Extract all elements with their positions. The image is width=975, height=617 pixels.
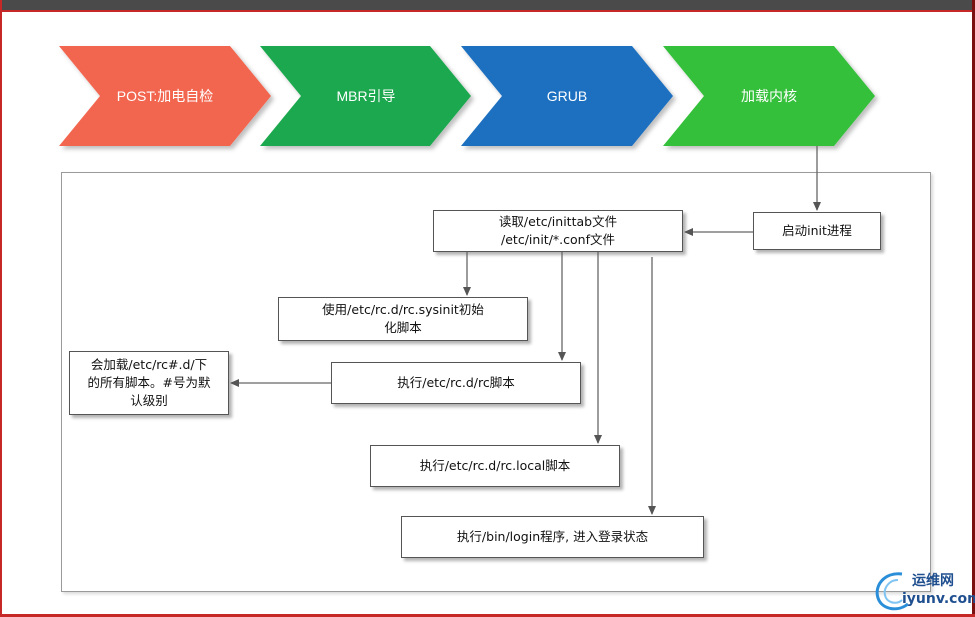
stage-label-grub: GRUB	[546, 88, 588, 104]
box-start-init-text: 启动init进程	[782, 223, 852, 238]
watermark-name: 运维网	[912, 573, 954, 589]
stage-label-mbr: MBR引导	[336, 88, 396, 104]
watermark-logo	[875, 572, 909, 611]
box-run-login: 执行/bin/login程序, 进入登录状态	[401, 516, 704, 558]
watermark-swirl-inner-icon	[883, 579, 903, 604]
box-rc-sysinit-line-1: 使用/etc/rc.d/rc.sysinit初始	[322, 302, 484, 317]
box-start-init: 启动init进程	[753, 212, 881, 250]
frame-border-right	[972, 0, 975, 617]
window-title-bar	[0, 0, 975, 12]
box-run-login-text: 执行/bin/login程序, 进入登录状态	[456, 529, 649, 544]
box-load-rc-scripts-line-1: 会加载/etc/rc#.d/下	[90, 357, 208, 372]
box-rc-sysinit-line-2: 化脚本	[384, 320, 422, 335]
box-run-rc-local-text: 执行/etc/rc.d/rc.local脚本	[419, 458, 571, 473]
box-run-rc-text: 执行/etc/rc.d/rc脚本	[397, 375, 515, 390]
stage-label-kernel: 加载内核	[741, 88, 797, 104]
box-read-inittab-line-1: 读取/etc/inittab文件	[498, 214, 618, 229]
box-load-rc-scripts: 会加载/etc/rc#.d/下 的所有脚本。#号为默 认级别	[69, 351, 229, 415]
box-load-rc-scripts-line-3: 认级别	[130, 393, 168, 408]
box-run-rc-local: 执行/etc/rc.d/rc.local脚本	[370, 445, 620, 487]
stage-chevron-kernel	[663, 46, 875, 146]
stage-chevrons	[59, 46, 875, 146]
frame-border-left	[0, 0, 2, 617]
stage-chevron-post	[59, 46, 271, 146]
stage-chevron-mbr	[260, 46, 471, 146]
frame-border-bottom	[0, 614, 975, 617]
watermark-url: iyunv.com	[902, 591, 975, 607]
box-read-inittab-line-2: /etc/init/*.conf文件	[501, 232, 615, 247]
watermark-swirl-icon	[875, 572, 909, 611]
box-read-inittab: 读取/etc/inittab文件 /etc/init/*.conf文件	[433, 210, 683, 252]
stage-chevron-grub	[461, 46, 673, 146]
box-run-rc: 执行/etc/rc.d/rc脚本	[331, 362, 581, 404]
box-rc-sysinit: 使用/etc/rc.d/rc.sysinit初始 化脚本	[278, 297, 528, 341]
box-load-rc-scripts-line-2: 的所有脚本。#号为默	[87, 375, 211, 390]
stage-label-post: POST:加电自检	[116, 88, 214, 104]
